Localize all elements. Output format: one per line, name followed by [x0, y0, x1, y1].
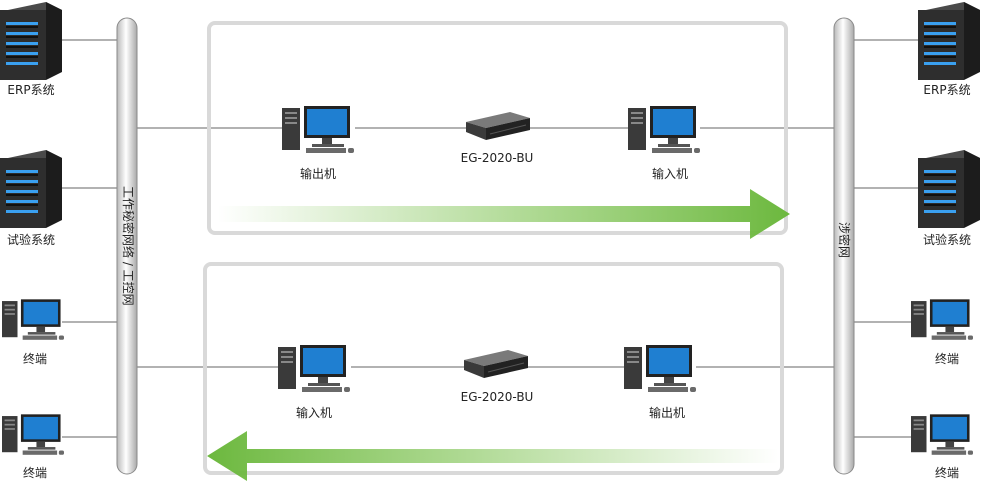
server-icon: [918, 150, 980, 228]
connection-lines: [62, 39, 920, 438]
bottom-channel-frame: [203, 262, 784, 475]
right-bus-label: 涉密网: [837, 222, 851, 259]
left-bus-label: 工作秘密网络 / 工控网: [121, 186, 135, 306]
host-label: 输入机: [651, 167, 689, 181]
node-label: 终端: [22, 352, 48, 366]
computer-icon: [624, 345, 696, 392]
node-label: 终端: [934, 352, 960, 366]
device-label: EG-2020-BU: [460, 390, 534, 404]
node-label: 终端: [22, 466, 48, 480]
gap-device-icon: [466, 112, 530, 141]
computer-icon: [911, 299, 973, 340]
top-channel-frame: [207, 21, 788, 235]
computer-icon: [911, 414, 973, 455]
node-label: ERP系统: [923, 83, 971, 97]
device-label: EG-2020-BU: [460, 151, 534, 165]
host-label: 输出机: [648, 406, 686, 420]
computer-icon: [2, 299, 64, 340]
computer-icon: [278, 345, 350, 392]
right-network-bus: [833, 17, 855, 475]
server-icon: [0, 150, 62, 228]
node-label: ERP系统: [7, 83, 55, 97]
node-label: 试验系统: [922, 233, 972, 247]
server-icon: [0, 2, 62, 80]
computer-icon: [628, 106, 700, 153]
gap-device-icon: [464, 350, 528, 379]
left-network-bus: [116, 17, 138, 475]
computer-icon: [282, 106, 354, 153]
node-label: 试验系统: [6, 233, 56, 247]
host-label: 输出机: [299, 167, 337, 181]
flow-arrow-right: [218, 189, 790, 239]
computer-icon: [2, 414, 64, 455]
server-icon: [918, 2, 980, 80]
node-label: 终端: [934, 466, 960, 480]
flow-arrow-left: [207, 431, 778, 481]
host-label: 输入机: [295, 406, 333, 420]
